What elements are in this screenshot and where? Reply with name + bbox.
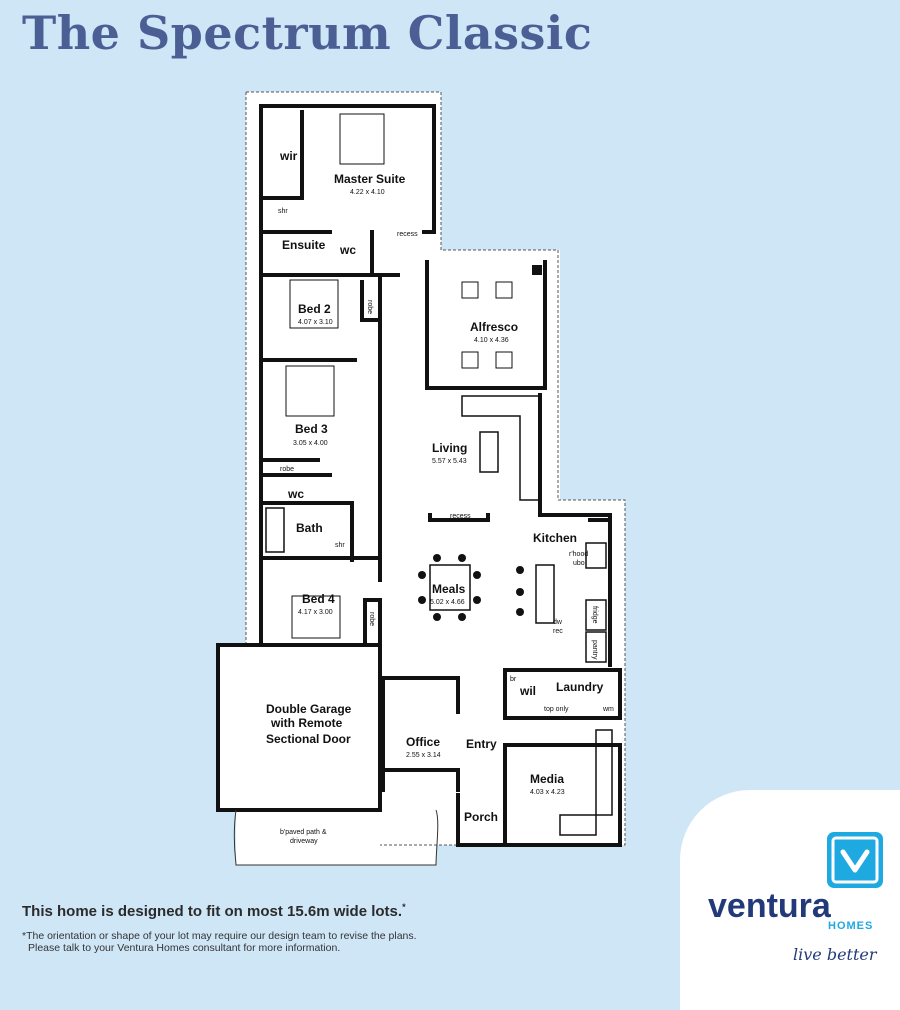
bath-label: Bath — [296, 521, 323, 535]
br-label: br — [510, 676, 517, 683]
entry-label: Entry — [466, 737, 497, 751]
garage-label-3: Sectional Door — [266, 732, 351, 746]
shr2-label: shr — [335, 542, 345, 549]
media-dim: 4.03 x 4.23 — [530, 789, 565, 796]
office-dim: 2.55 x 3.14 — [406, 752, 441, 759]
recess2-label: recess — [450, 513, 471, 520]
kitchen-label: Kitchen — [533, 531, 577, 545]
brand-name: ventura — [708, 887, 831, 925]
disclaimer-line-2: Please talk to your Ventura Homes consul… — [28, 942, 341, 954]
robe1-label: robe — [366, 300, 373, 314]
robe3-label: robe — [368, 612, 375, 626]
lot-fit-mark: * — [402, 902, 406, 912]
garage-label-2: with Remote — [270, 716, 343, 730]
bed3-label: Bed 3 — [295, 422, 328, 436]
living-label: Living — [432, 441, 467, 455]
master-suite-dim: 4.22 x 4.10 — [350, 189, 385, 196]
office-label: Office — [406, 735, 440, 749]
bed4-dim: 4.17 x 3.00 — [298, 609, 333, 616]
lot-boundary — [245, 91, 626, 846]
meals-label: Meals — [432, 582, 466, 596]
lot-fit-statement: This home is designed to fit on most 15.… — [22, 902, 406, 920]
shr-label: shr — [278, 208, 288, 215]
alfresco-label: Alfresco — [470, 320, 518, 334]
alfresco-dim: 4.10 x 4.36 — [474, 337, 509, 344]
wm-label: wm — [602, 706, 614, 713]
rec-label: rec — [553, 628, 563, 635]
robe2-label: robe — [280, 466, 294, 473]
rhood-label: r'hood — [569, 551, 588, 558]
disclaimer-note: *The orientation or shape of your lot ma… — [22, 930, 482, 954]
page-title: The Spectrum Classic — [22, 6, 593, 60]
ventura-logo-icon — [827, 832, 883, 888]
bed4-label: Bed 4 — [302, 592, 335, 606]
brand-tagline: live better — [793, 945, 877, 964]
porch-label: Porch — [464, 810, 498, 824]
wil-label: wil — [519, 684, 536, 698]
lot-fit-text: This home is designed to fit on most 15.… — [22, 903, 403, 920]
recess-label: recess — [397, 231, 418, 238]
v-chevron-icon — [831, 836, 879, 884]
path-label-2: driveway — [290, 838, 318, 845]
fridge-label: fridge — [591, 606, 598, 624]
media-label: Media — [530, 772, 564, 786]
master-suite-label: Master Suite — [334, 172, 406, 186]
ensuite-label: Ensuite — [282, 238, 326, 252]
laundry-label: Laundry — [556, 680, 604, 694]
bed2-dim: 4.07 x 3.10 — [298, 319, 333, 326]
wc2-label: wc — [287, 487, 304, 501]
brand-card — [680, 790, 900, 1010]
path-label-1: b'paved path & — [280, 829, 327, 836]
meals-dim: 5.02 x 4.66 — [430, 599, 465, 606]
bed3-dim: 3.05 x 4.00 — [293, 440, 328, 447]
wc-label: wc — [339, 243, 356, 257]
bed2-label: Bed 2 — [298, 302, 331, 316]
ubo-label: ubo — [573, 560, 585, 567]
floor-plan: Master Suite 4.22 x 4.10 wir shr Ensuite… — [216, 91, 626, 866]
disclaimer-line-1: *The orientation or shape of your lot ma… — [22, 930, 417, 942]
top-only-label: top only — [544, 706, 569, 713]
pantry-label: pantry — [591, 640, 598, 660]
garage-label-1: Double Garage — [266, 702, 352, 716]
dw-label: dw — [553, 619, 563, 626]
wir-label: wir — [279, 149, 298, 163]
living-dim: 5.57 x 5.43 — [432, 458, 467, 465]
brand-sub: HOMES — [828, 920, 874, 932]
